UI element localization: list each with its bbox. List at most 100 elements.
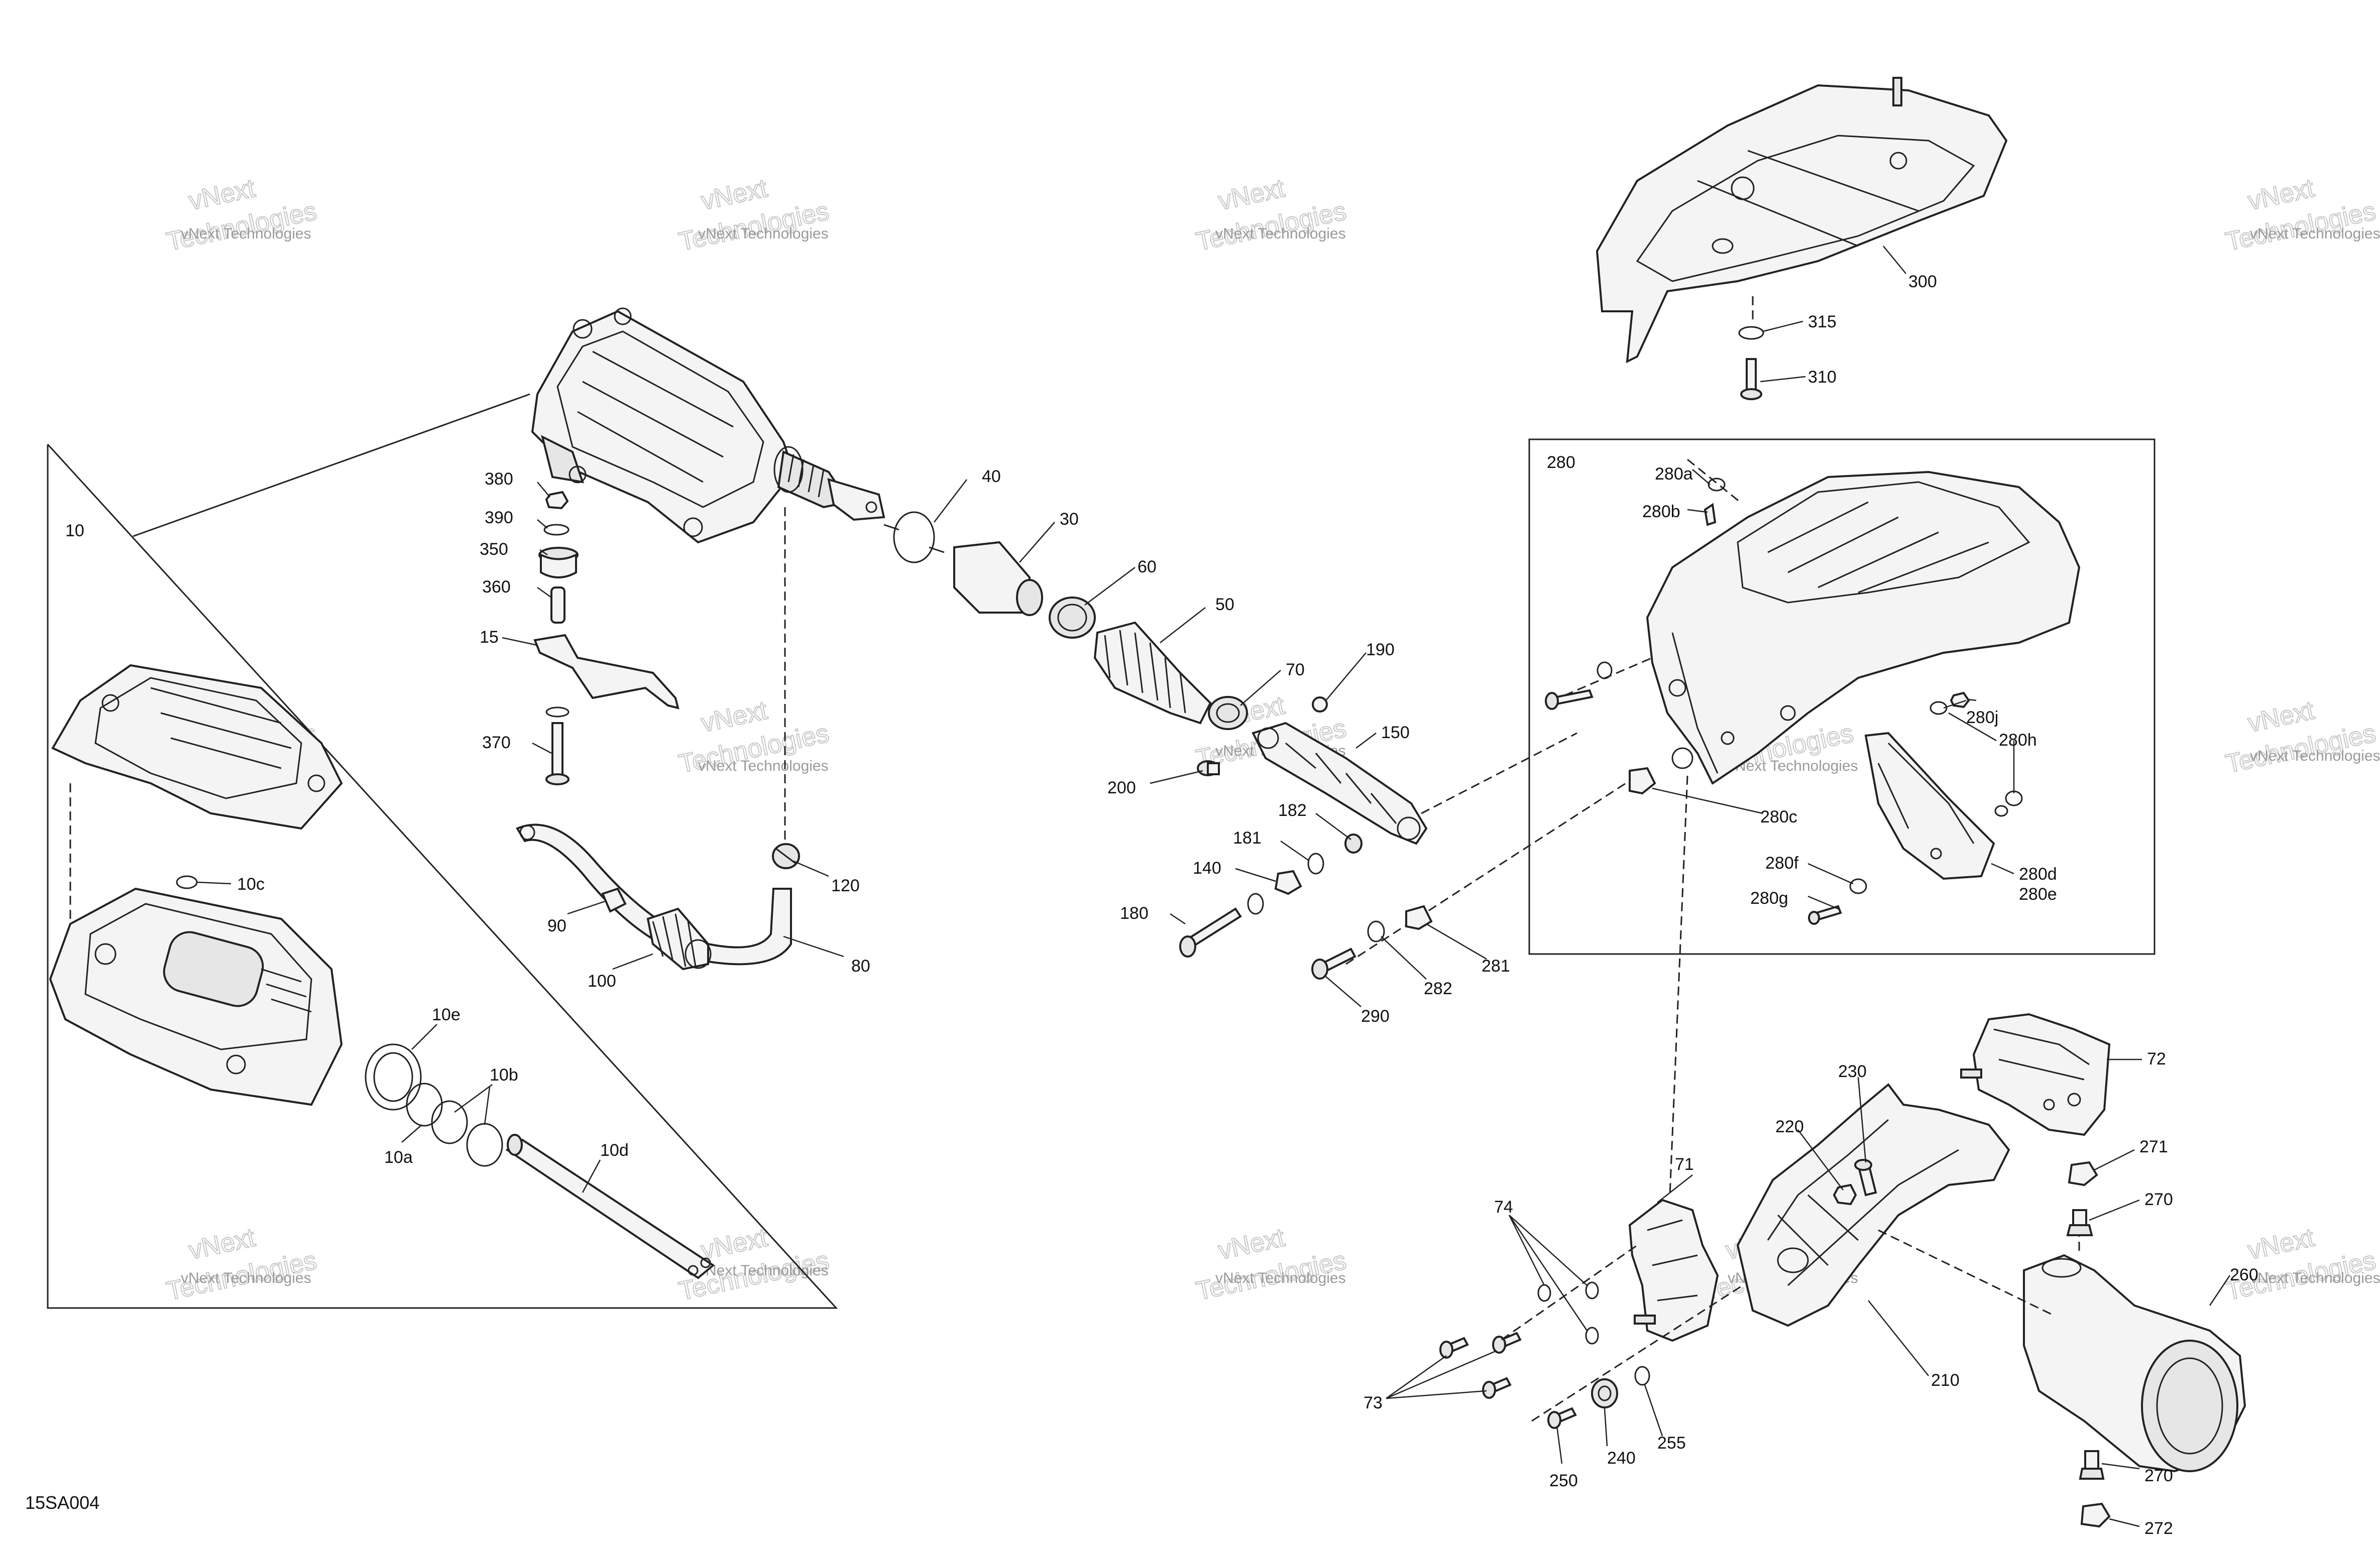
callout-270-bottom: 270: [2144, 1466, 2173, 1485]
nut-30: [953, 541, 1043, 616]
seal-10e: [365, 1043, 422, 1111]
watermark: vNext Technologies: [1193, 173, 1349, 257]
callout-80: 80: [851, 957, 870, 976]
washer-390: [543, 524, 570, 536]
callout-10d: 10d: [600, 1141, 629, 1160]
callout-300: 300: [1908, 272, 1937, 291]
callout-71: 71: [1675, 1155, 1694, 1174]
housing-alignment-dash: [1878, 1229, 2055, 1317]
bolt-250: [1547, 1407, 1577, 1429]
ring-10b-2: [466, 1123, 503, 1167]
callout-72: 72: [2147, 1049, 2166, 1069]
screw-280g: [1808, 905, 1842, 925]
watermark-word-top: vNext: [699, 174, 770, 216]
washer-255: [1634, 1366, 1650, 1386]
spacer-140: [1274, 870, 1302, 895]
panel-280d: [1864, 732, 1995, 880]
fitting-90: [601, 887, 627, 913]
washer-280h: [1930, 701, 1948, 715]
valve-body-cover: [51, 664, 343, 830]
watermark-text: vNext Technologies: [698, 758, 829, 774]
callout-280e: 280e: [2019, 885, 2057, 904]
fitting-270-bottom: [2079, 1450, 2105, 1480]
bracket-210: [1736, 1083, 2010, 1327]
callout-250: 250: [1549, 1471, 1578, 1490]
callout-280d: 280d: [2019, 865, 2057, 884]
callout-73: 73: [1364, 1393, 1383, 1412]
watermark: vNext Technologies: [2223, 695, 2379, 779]
callout-310: 310: [1808, 368, 1837, 387]
callout-100: 100: [588, 972, 616, 991]
callout-280b: 280b: [1642, 502, 1680, 521]
callout-120: 120: [831, 876, 860, 895]
pin-200: [1197, 760, 1220, 776]
callout-280f: 280f: [1765, 854, 1799, 873]
washer-74-a: [1537, 1284, 1551, 1302]
watermark: vNext Technologies: [2223, 173, 2379, 257]
watermark-text: vNext Technologies: [2250, 748, 2380, 764]
watermark-word-top: vNext: [186, 1223, 258, 1265]
callout-260: 260: [2230, 1265, 2258, 1284]
callout-350: 350: [480, 540, 508, 559]
callout-360: 360: [482, 577, 511, 597]
callout-190: 190: [1366, 640, 1395, 659]
bolt-73-a: [1439, 1337, 1469, 1359]
callout-282: 282: [1424, 979, 1452, 998]
callout-240: 240: [1607, 1449, 1636, 1468]
sleeve-360: [550, 586, 565, 624]
steering-output-shaft: [773, 446, 885, 521]
watermark-text: vNext Technologies: [2250, 1270, 2380, 1286]
washer-181: [1307, 853, 1324, 875]
assembly-280-frame: [1528, 438, 2156, 955]
watermark-text: vNext Technologies: [1215, 1270, 1346, 1286]
washer-280f: [1849, 878, 1867, 894]
screw-280a-dash: [1687, 458, 1741, 503]
callout-70: 70: [1286, 660, 1305, 679]
detail-10-frame: [47, 443, 838, 1309]
callout-10c: 10c: [237, 875, 265, 894]
callout-30: 30: [1060, 510, 1079, 529]
callout-271: 271: [2139, 1137, 2168, 1156]
bushing-350: [538, 547, 579, 578]
watermark-text: vNext Technologies: [698, 225, 829, 242]
bracket-72: [1960, 1013, 2111, 1136]
link-alignment-dash: [1421, 732, 1577, 814]
callout-280: 280: [1547, 453, 1575, 472]
clamp-60: [1049, 597, 1096, 639]
shaft-10d: [505, 1134, 715, 1279]
bushing-280c: [1629, 767, 1656, 795]
callout-280c: 280c: [1760, 807, 1797, 826]
callout-10: 10: [65, 521, 84, 540]
screw-280b: [1704, 503, 1717, 526]
clamp-120: [772, 843, 800, 869]
o-ring-10c: [176, 875, 198, 889]
watermark-word-top: vNext: [699, 696, 770, 738]
watermark-word-top: vNext: [1216, 1223, 1288, 1265]
ring-10a: [406, 1083, 443, 1127]
washer-315: [1738, 326, 1764, 340]
housing-260: [2023, 1254, 2246, 1473]
tube-80: [516, 823, 792, 966]
bolt-290: [1311, 947, 1356, 980]
watermark-word-top: vNext: [2245, 1223, 2317, 1265]
detail-10-inset: [47, 393, 838, 1309]
bolt-230: [1854, 1159, 1877, 1197]
callout-40: 40: [982, 467, 1001, 486]
bolt-310: [1740, 358, 1762, 400]
callout-10a: 10a: [384, 1148, 413, 1167]
washer-280-left: [1597, 661, 1613, 679]
callout-280h: 280h: [1999, 731, 2037, 750]
detail-10-pointer-line: [133, 393, 530, 537]
cover-280: [1646, 470, 2081, 785]
diagram-code: 15SA004: [25, 1492, 99, 1513]
callout-90: 90: [547, 916, 566, 935]
callout-180: 180: [1120, 904, 1149, 923]
callout-200: 200: [1107, 778, 1136, 797]
callout-60: 60: [1138, 557, 1157, 576]
watermark-word-top: vNext: [2245, 174, 2317, 216]
washer-280a: [1708, 478, 1726, 492]
callout-220: 220: [1775, 1117, 1804, 1136]
watermark-text: vNext Technologies: [1728, 758, 1858, 774]
cover-300: [1596, 77, 2008, 364]
